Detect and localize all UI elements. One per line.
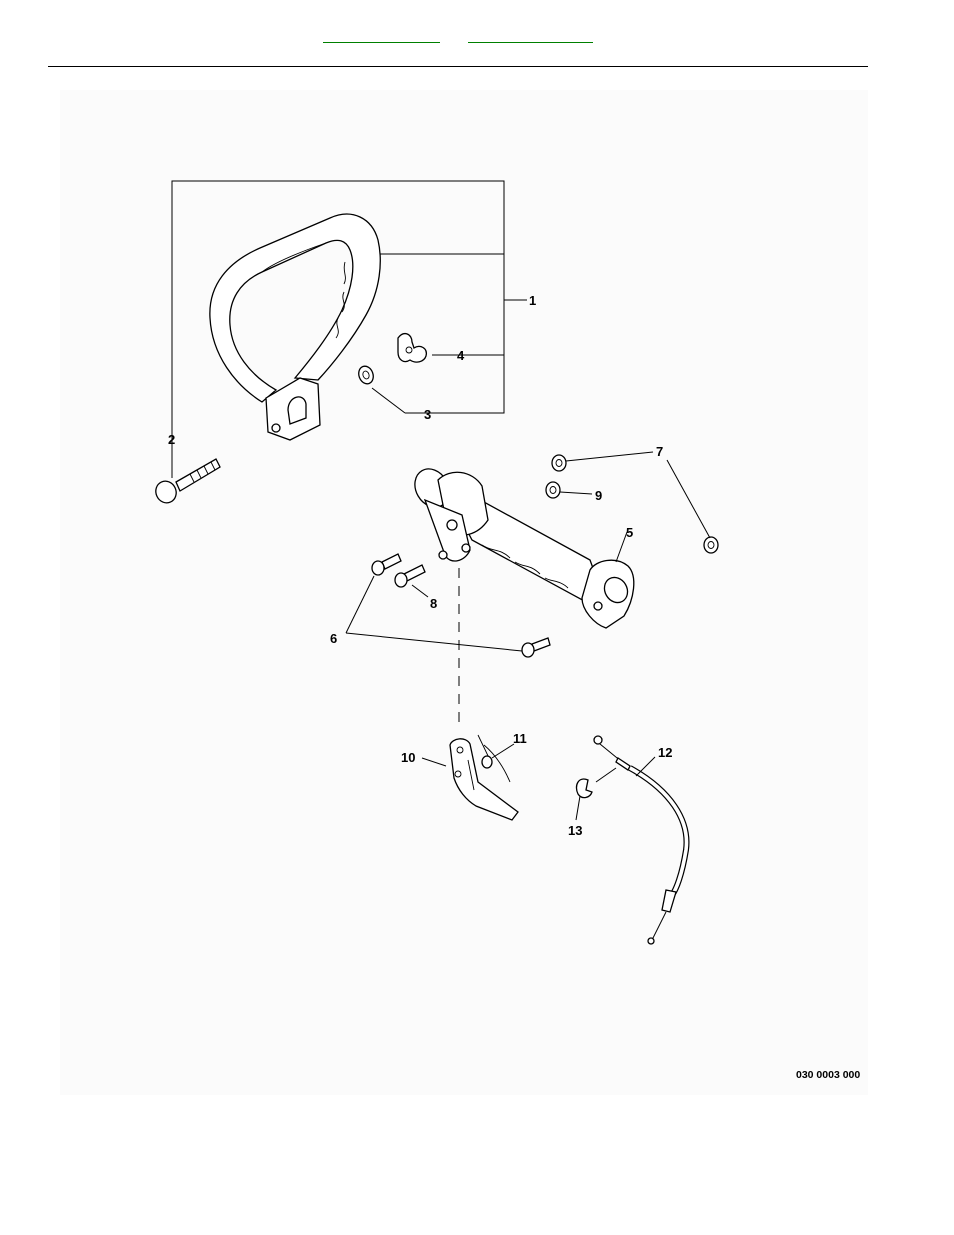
- throttle-cable-part: [594, 736, 687, 944]
- spring-part: [478, 735, 510, 782]
- callout-10: 10: [401, 750, 415, 765]
- bolt-part: [152, 450, 220, 506]
- callout-13: 13: [568, 823, 582, 838]
- callout-9: 9: [595, 488, 602, 503]
- loop-handle-part: [210, 214, 380, 440]
- callout-2: 2: [168, 432, 175, 447]
- screw-parts: [372, 554, 550, 657]
- washer-part: [356, 364, 375, 386]
- callout-5: 5: [626, 525, 633, 540]
- e-clip-part: [576, 779, 592, 798]
- diagram-code: 030 0003 000: [796, 1069, 860, 1081]
- callout-1: 1: [529, 293, 536, 308]
- callout-12: 12: [658, 745, 672, 760]
- callout-4: 4: [457, 348, 465, 363]
- callout-3: 3: [424, 407, 431, 422]
- callout-11: 11: [513, 731, 527, 746]
- callout-7: 7: [656, 444, 663, 459]
- callout-8: 8: [430, 596, 437, 611]
- throttle-trigger-part: [450, 739, 518, 820]
- callout-6: 6: [330, 631, 337, 646]
- wing-nut-part: [398, 334, 426, 362]
